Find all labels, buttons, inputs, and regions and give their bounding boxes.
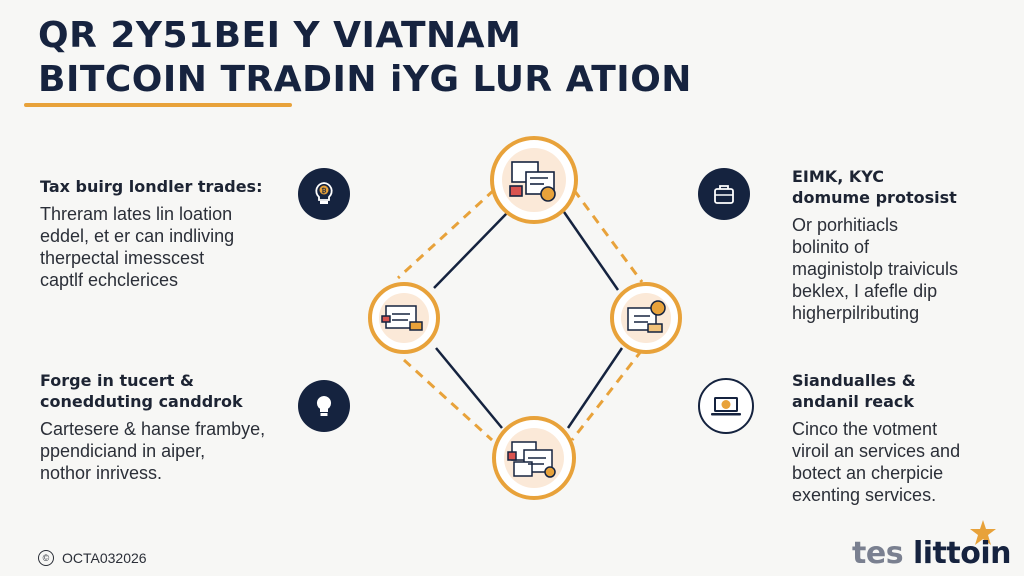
panel-bottom-left-body: Cartesere & hanse frambye, ppendiciand i…: [40, 418, 300, 484]
laptop-bitcoin-badge: [698, 378, 754, 434]
node-bottom: [492, 416, 576, 500]
heading-line: Forge in tucert &: [40, 371, 194, 390]
panel-bottom-right: Siandualles & andanil reack Cinco the vo…: [792, 370, 1012, 506]
body-line: Or porhitiacls: [792, 215, 899, 235]
dashed-connectors: [396, 188, 644, 442]
bitcoin-lightbulb-badge: ₿: [298, 168, 350, 220]
panel-top-left-body: Threram lates lin loation eddel, et er c…: [40, 203, 290, 291]
document-stack-icon: [509, 161, 556, 202]
panel-bottom-left-heading: Forge in tucert & conedduting canddrok: [40, 370, 300, 412]
body-line: Cinco the votment: [792, 419, 938, 439]
title-line-1: QR 2Y51BEI Y VIATNAM: [38, 15, 522, 56]
panel-bottom-right-heading: Siandualles & andanil reack: [792, 370, 1012, 412]
heading-line: EIMK, KYC: [792, 167, 885, 186]
node-right: [610, 282, 682, 354]
lightbulb-badge: [298, 380, 350, 432]
body-line: beklex, I afefle dip: [792, 281, 938, 301]
node-left: [368, 282, 440, 354]
panel-bottom-left: Forge in tucert & conedduting canddrok C…: [40, 370, 300, 484]
panel-top-right-body: Or porhitiacls bolinito of maginistolp t…: [792, 214, 1012, 324]
brand-logo-rest: littoin: [903, 536, 1012, 571]
laptop-bitcoin-icon: [711, 397, 741, 416]
heading-line: conedduting canddrok: [40, 392, 243, 411]
body-line: Cartesere & hanse frambye,: [40, 419, 266, 439]
solid-edge-top-right: [562, 211, 620, 291]
solid-edge-bottom-right: [566, 347, 624, 429]
body-line: ppendiciand in aiper,: [40, 441, 206, 461]
brand-logo: tes littoin: [852, 536, 1011, 571]
document-card-icon: [381, 305, 423, 331]
dashed-edge-bottom-right: [570, 349, 644, 441]
body-line: botect an cherpicie: [792, 463, 944, 483]
briefcase-badge: [698, 168, 750, 220]
node-top: [490, 136, 578, 224]
body-line: exenting services.: [792, 485, 937, 505]
body-line: bolinito of: [792, 237, 870, 257]
footer-code: © OCTA032026: [38, 550, 147, 566]
panel-top-right: EIMK, KYC domume protosist Or porhitiacl…: [792, 166, 1012, 324]
heading-line: Siandualles &: [792, 371, 916, 390]
panel-bottom-right-body: Cinco the votment viroil an services and…: [792, 418, 1012, 506]
title-underline: [24, 103, 292, 107]
body-line: nothor inrivess.: [40, 463, 163, 483]
body-line: therpectal imesscest: [40, 248, 205, 268]
heading-line: andanil reack: [792, 392, 915, 411]
footer-code-text: OCTA032026: [62, 550, 147, 566]
panel-top-left-heading: Tax buirg londler trades:: [40, 176, 290, 197]
title-line-2: BITCOIN TRADIN iYG LUR ATION: [38, 59, 692, 100]
svg-text:₿: ₿: [322, 188, 327, 195]
dashed-edge-top-left: [396, 188, 496, 280]
body-line: viroil an services and: [792, 441, 961, 461]
copyright-icon: ©: [38, 550, 54, 566]
panel-top-right-heading: EIMK, KYC domume protosist: [792, 166, 1012, 208]
body-line: maginistolp traiviculs: [792, 259, 959, 279]
dashed-edge-bottom-left: [402, 358, 494, 442]
heading-line: Tax buirg londler trades:: [40, 177, 263, 196]
solid-connectors: [433, 211, 624, 429]
brand-logo-lead: tes: [852, 536, 904, 571]
document-coin-icon: [627, 300, 666, 333]
heading-line: domume protosist: [792, 188, 957, 207]
document-pile-icon: [507, 441, 556, 478]
briefcase-icon: [714, 185, 734, 204]
bitcoin-lightbulb-icon: ₿: [315, 182, 333, 204]
body-line: captlf echclerices: [40, 270, 179, 290]
lightbulb-icon: [316, 395, 332, 416]
dashed-edge-top-right: [572, 189, 644, 283]
body-line: eddel, et er can indliving: [40, 226, 235, 246]
page-title: QR 2Y51BEI Y VIATNAM BITCOIN TRADIN iYG …: [38, 14, 692, 102]
panel-top-left: Tax buirg londler trades: Threram lates …: [40, 176, 290, 291]
body-line: Threram lates lin loation: [40, 204, 233, 224]
body-line: higherpilributing: [792, 303, 920, 323]
brand-star-icon: [970, 520, 996, 545]
solid-edge-bottom-left: [435, 347, 503, 429]
solid-edge-top-left: [433, 211, 509, 289]
